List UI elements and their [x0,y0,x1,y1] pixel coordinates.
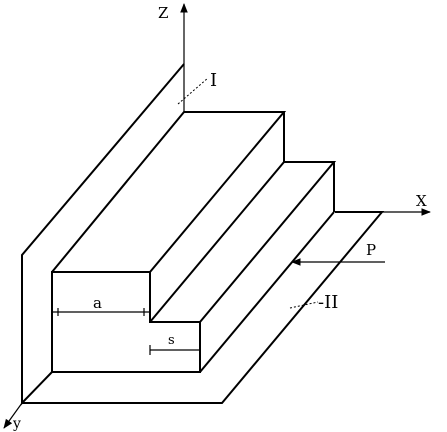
dim-small-label: s [168,333,175,348]
floor-plate [22,211,385,404]
x-axis-label: X [416,192,427,210]
small-step-bottom-edge [199,211,335,373]
large-block-top [51,111,287,273]
y-axis [3,402,23,429]
large-block-front [51,271,201,373]
region-2-label: -II [318,292,338,313]
region-1-leader [177,77,209,105]
z-axis-label: Z [158,4,168,22]
force-label: P [366,241,376,259]
region-2-leader [289,301,319,309]
region-1-label: I [210,70,217,91]
dim-a-label: a [93,294,102,312]
back-wall [21,63,185,406]
small-step-top [149,161,337,323]
y-axis-label: y [12,416,21,432]
